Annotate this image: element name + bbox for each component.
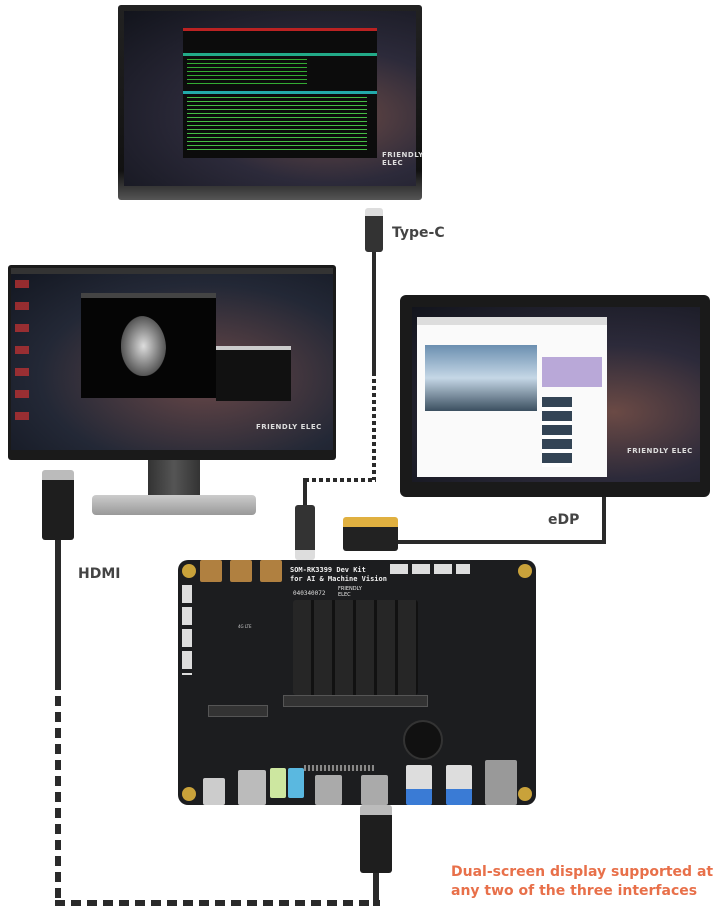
board-logo: FRIENDLY ELEC [338,586,362,598]
monitor-base [92,495,256,515]
monitor-stand [148,460,200,497]
typec-label: Type-C [392,225,445,241]
dev-board: SOM-RK3399 Dev Kit for AI & Machine Visi… [178,560,536,805]
board-lte-label: 4G LTE [238,624,252,629]
hdmi-left-connector [42,470,74,540]
board-serial: 040340072 [293,590,326,597]
heatsink [293,600,418,695]
top-monitor-brand: FRIENDLY ELEC [382,151,424,167]
edp-connector [343,517,398,551]
left-monitor-screen: FRIENDLY ELEC [11,268,333,450]
top-monitor: FRIENDLY ELEC [118,5,423,200]
left-monitor: FRIENDLY ELEC [8,265,336,460]
terminal-window [216,346,291,401]
edp-display-brand: FRIENDLY ELEC [627,447,693,455]
dual-screen-note: Dual-screen display supported at any two… [451,864,714,899]
hdmi-bottom-connector [360,805,392,873]
typec-bottom-connector [295,505,315,560]
hdmi-label: HDMI [78,566,121,582]
typec-top-connector [365,208,383,252]
edp-display: FRIENDLY ELEC [400,295,710,497]
top-monitor-screen: FRIENDLY ELEC [124,11,423,186]
edp-label: eDP [548,512,580,528]
left-monitor-brand: FRIENDLY ELEC [256,423,322,431]
board-title: SOM-RK3399 Dev Kit for AI & Machine Visi… [290,566,387,583]
3d-demo-window [81,293,216,398]
edp-display-screen: FRIENDLY ELEC [412,307,700,482]
browser-window [417,317,607,477]
terminal-window [183,28,377,158]
